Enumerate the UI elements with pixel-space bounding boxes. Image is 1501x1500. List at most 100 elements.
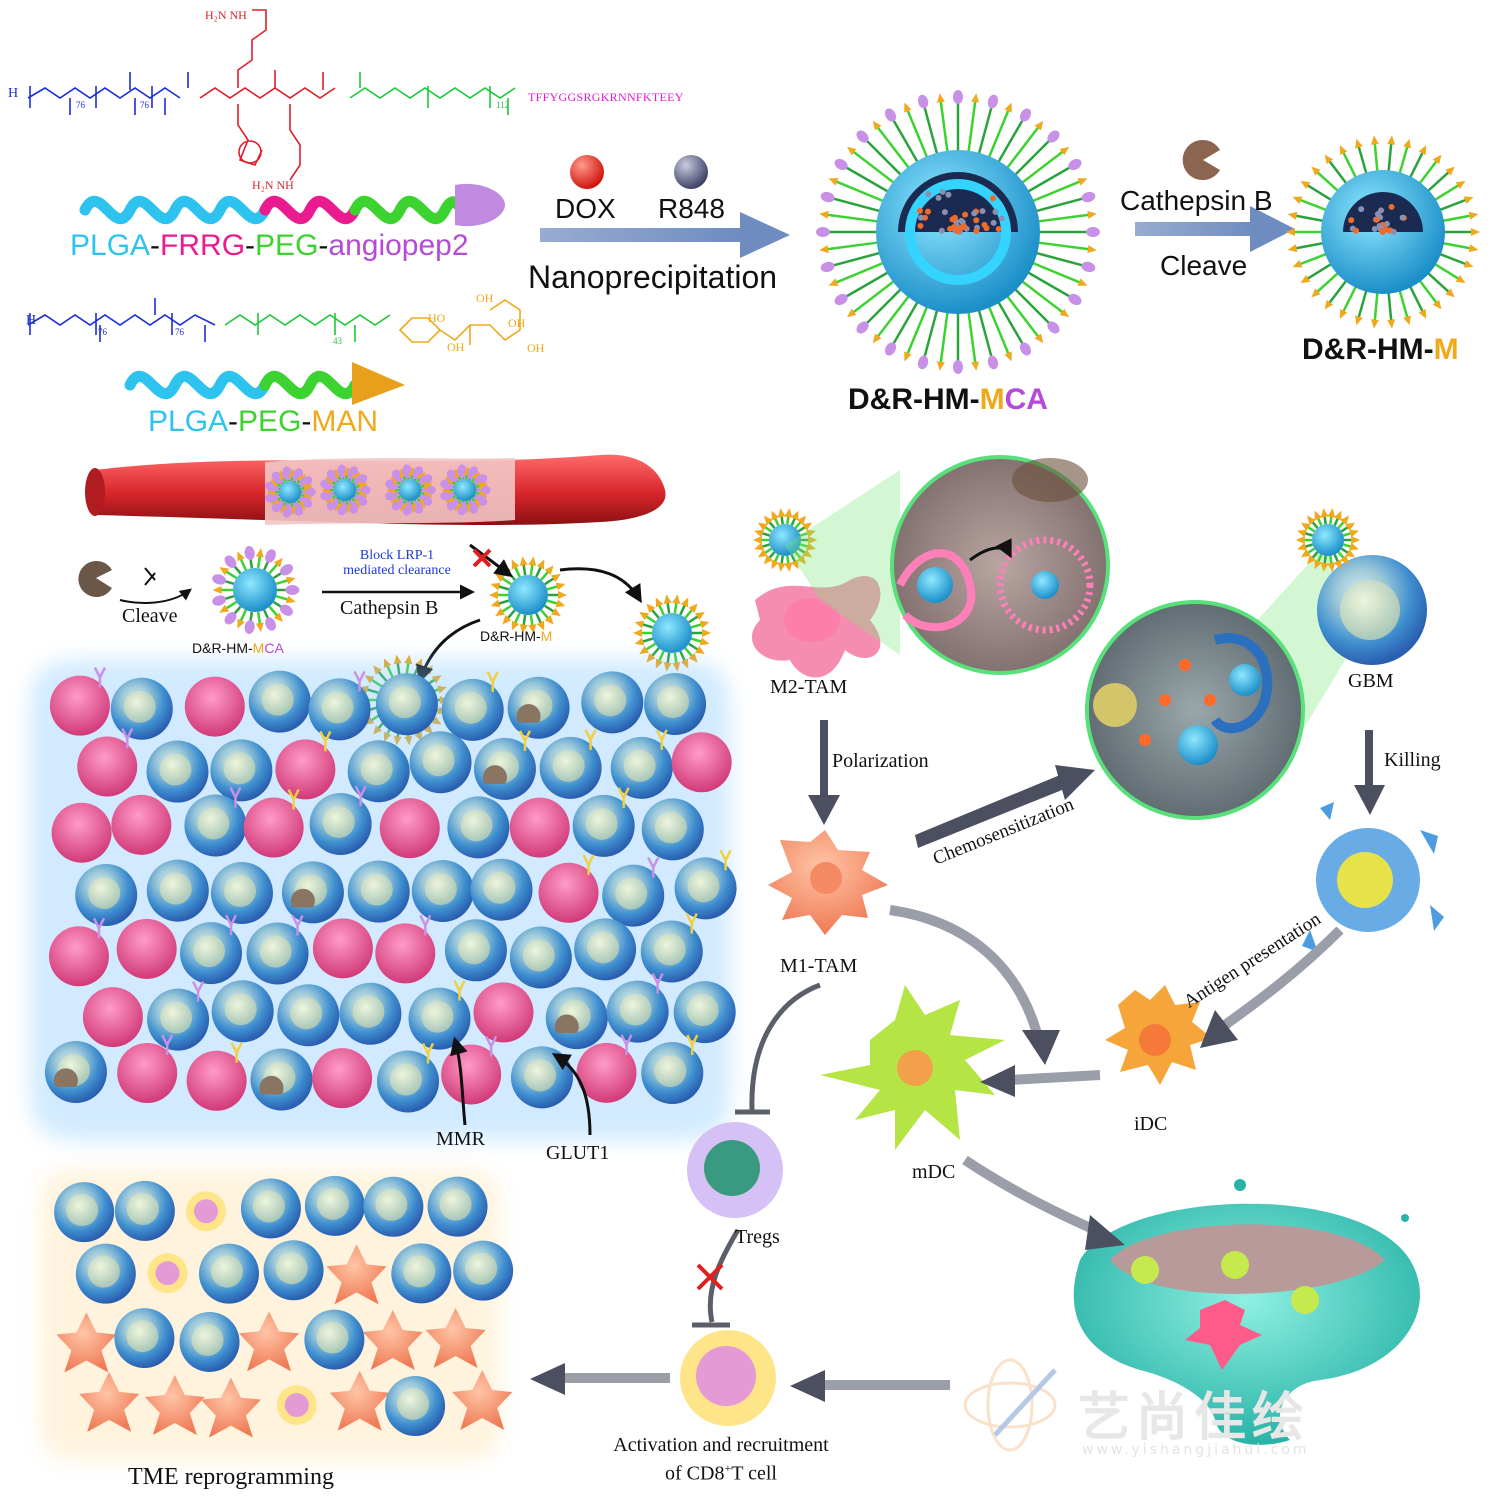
nucleus xyxy=(594,684,626,716)
nucleus xyxy=(124,691,156,723)
struct1-h: H xyxy=(8,86,18,102)
nucleus xyxy=(276,1252,308,1284)
struct2-ho: HO xyxy=(428,311,445,326)
polymer2-man: MAN xyxy=(311,405,378,438)
peg-chain xyxy=(1007,295,1040,339)
angiopep2-sequence: TFFYGGSRGKRNNFKTEEY xyxy=(528,90,684,105)
drug-dot xyxy=(917,208,923,214)
man-ligand xyxy=(1353,316,1363,327)
peg-chain xyxy=(923,309,937,362)
drug-dot xyxy=(1378,207,1384,213)
activation-line1: Activation and recruitment xyxy=(596,1434,846,1457)
np-core xyxy=(279,481,301,503)
peg-chain xyxy=(1037,242,1092,249)
man-ligand xyxy=(1469,210,1479,220)
cleave-label: Cleave xyxy=(1160,250,1247,282)
man-ligand xyxy=(652,596,663,608)
peg-chain xyxy=(1342,286,1356,315)
angiopep2-ligand xyxy=(244,619,256,634)
peg-chain xyxy=(1439,254,1469,266)
nucleus xyxy=(620,994,652,1026)
nucleus xyxy=(322,691,354,723)
peg-chain xyxy=(1358,144,1367,175)
drug-dot xyxy=(992,209,998,215)
struct1-n112: 112 xyxy=(496,100,509,110)
structure-plga-frrg-peg-angiopep2 xyxy=(28,10,515,180)
man-ligand xyxy=(936,93,945,103)
polymer-helix-1 xyxy=(85,184,505,226)
peg-chain xyxy=(1293,215,1324,221)
man-ligand xyxy=(556,600,567,610)
man-ligand xyxy=(776,508,785,518)
nucleus xyxy=(225,993,257,1025)
nucleus xyxy=(316,1322,348,1354)
man-ligand xyxy=(558,591,567,599)
peg-chain xyxy=(1434,264,1461,281)
drug-dot xyxy=(947,226,953,232)
man-ligand xyxy=(1087,245,1097,254)
man-ligand xyxy=(901,351,912,362)
man-ligand xyxy=(971,361,980,371)
struct1-guan-bottom: H₂N NH xyxy=(252,178,294,193)
nucleus xyxy=(211,1256,243,1288)
man-ligand xyxy=(1469,244,1479,254)
nucleus xyxy=(361,753,393,785)
watermark-logo-icon xyxy=(965,1360,1055,1450)
arrow-m1-to-mdc-head xyxy=(1022,1030,1060,1065)
nucleus xyxy=(458,932,490,964)
np-mca-ca: CA xyxy=(1005,383,1048,416)
nucleus xyxy=(440,1189,472,1221)
drug-dot xyxy=(999,216,1005,222)
peg-chain xyxy=(1015,137,1054,176)
man-ligand xyxy=(1464,260,1475,271)
angiopep2-ligand xyxy=(1080,190,1096,203)
peg-chain xyxy=(1328,280,1347,306)
peg-chain xyxy=(863,137,902,176)
nucleus xyxy=(425,873,457,905)
peg-chain xyxy=(1297,199,1327,211)
nucleus xyxy=(253,1190,285,1222)
peg-chain xyxy=(1399,290,1408,321)
idc-label: iDC xyxy=(1134,1113,1167,1136)
nucleus xyxy=(455,692,487,724)
man-ligand xyxy=(286,596,297,606)
m2-tam-in-tumor xyxy=(111,795,171,855)
nucleus xyxy=(655,811,687,843)
peg-chain xyxy=(1015,289,1054,328)
man-ligand xyxy=(1403,138,1413,149)
peg-chain xyxy=(1293,243,1324,249)
m2-tam-in-tumor xyxy=(83,987,143,1047)
man-ligand xyxy=(518,556,527,566)
peg-chain xyxy=(1037,214,1092,221)
drug-dot xyxy=(936,195,942,201)
angiopep2-ligand xyxy=(986,354,999,370)
polymer1-plga: PLGA xyxy=(70,229,150,262)
vessel-cathepsin-label: Cathepsin B xyxy=(340,597,438,620)
struct1-n76b: 76 xyxy=(140,100,149,110)
man-ligand xyxy=(1419,143,1430,155)
glut1-label: GLUT1 xyxy=(546,1142,609,1165)
nucleus xyxy=(688,870,720,902)
t-cell-nucleus xyxy=(156,1261,180,1285)
drug-dot xyxy=(940,189,946,195)
polymer2-dash2: - xyxy=(301,405,311,438)
tme-tissue xyxy=(40,1170,513,1460)
block-note-line1: Block LRP-1 xyxy=(322,548,472,563)
man-ligand xyxy=(1327,508,1336,518)
nucleus xyxy=(160,873,192,905)
man-ligand xyxy=(489,580,500,590)
man-ligand xyxy=(827,278,838,289)
struct2-n43: 43 xyxy=(333,336,342,346)
killed-gbm-cell xyxy=(1302,802,1444,952)
peg-chain xyxy=(851,150,895,183)
peg-chain xyxy=(1427,170,1451,192)
block-lrp1-note: Block LRP-1 mediated clearance xyxy=(322,548,472,578)
nucleus xyxy=(523,939,555,971)
peg-chain xyxy=(1410,150,1424,179)
tme-reprogramming-label: TME reprogramming xyxy=(128,1464,334,1491)
nucleus xyxy=(624,750,656,782)
nucleus xyxy=(193,935,225,967)
r848-ball-icon xyxy=(674,155,708,189)
peg-chain xyxy=(1442,243,1473,249)
vessel-m-m: M xyxy=(541,628,553,644)
